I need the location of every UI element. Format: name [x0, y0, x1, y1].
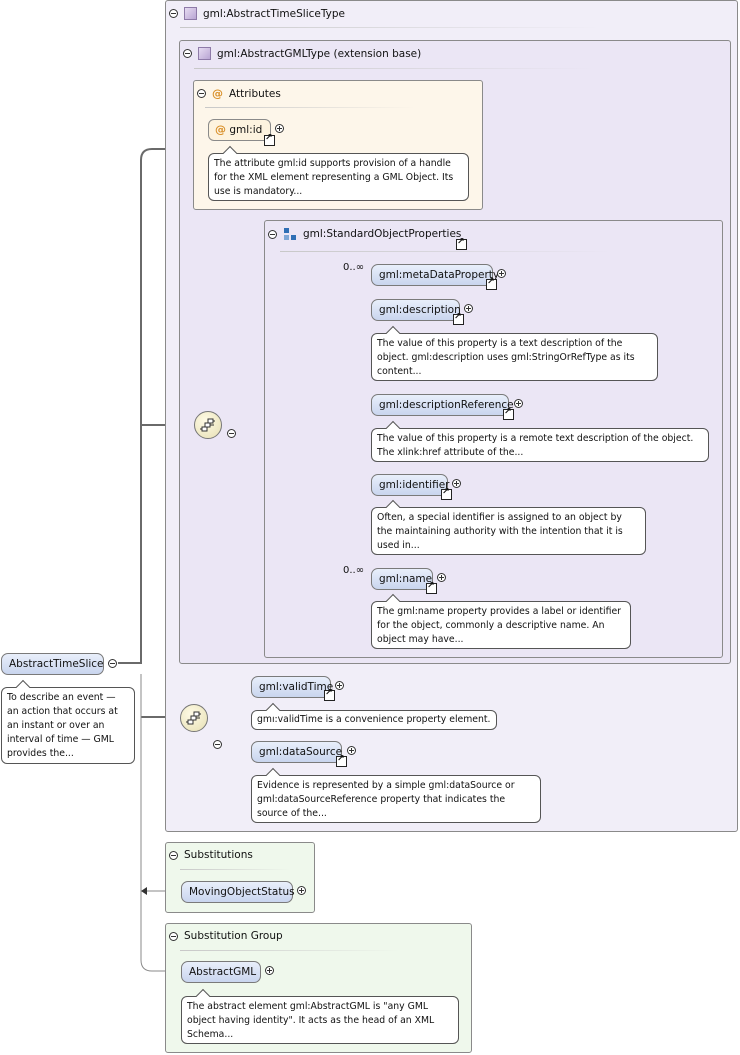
expand-button[interactable] [265, 966, 274, 975]
sequence-compositor-icon[interactable] [194, 411, 222, 439]
element-name-doc: The gml:name property provides a label o… [371, 601, 631, 649]
type-panel-title: gml:AbstractTimeSliceType [169, 7, 345, 20]
attribute-gml-id-doc: The attribute gml:id supports provision … [208, 153, 469, 201]
link-icon[interactable] [426, 581, 437, 594]
expand-button[interactable] [437, 573, 446, 582]
attributes-title-rule [205, 107, 415, 108]
attribute-icon: @ [212, 87, 223, 100]
root-element[interactable]: AbstractTimeSlice [1, 653, 104, 675]
substitution-group-collapse-button[interactable] [169, 931, 178, 941]
root-element-label: AbstractTimeSlice [9, 658, 104, 670]
expand-button[interactable] [275, 124, 284, 133]
sequence-compositor-icon[interactable] [180, 704, 208, 732]
element-metadataproperty[interactable]: gml:metaDataProperty [371, 264, 499, 286]
attribute-gml-id[interactable]: @ gml:id [208, 119, 271, 141]
std-props-collapse-button[interactable] [268, 229, 277, 239]
link-icon[interactable] [486, 277, 497, 290]
attribute-icon: @ [215, 123, 226, 136]
sequence-collapse-button[interactable] [213, 740, 222, 749]
expand-button[interactable] [514, 399, 523, 408]
attributes-panel-title: @ Attributes [197, 87, 281, 100]
expand-button[interactable] [464, 304, 473, 313]
link-icon[interactable] [453, 312, 464, 325]
multiplicity-label: 0..∞ [343, 565, 365, 576]
multiplicity-label: 0..∞ [343, 262, 365, 273]
link-icon[interactable] [503, 407, 514, 420]
expand-button[interactable] [335, 681, 344, 690]
link-icon[interactable] [336, 754, 347, 767]
std-props-title-rule [280, 251, 610, 252]
substitution-group-title-rule [180, 950, 400, 951]
substitutions-title: Substitutions [169, 849, 253, 861]
element-identifier-doc: Often, a special identifier is assigned … [371, 507, 646, 555]
std-props-title: gml:StandardObjectProperties [268, 227, 461, 241]
element-validtime-doc: gml:validTime is a convenience property … [251, 710, 497, 730]
complex-type-icon [198, 47, 211, 60]
substitution-movingobjectstatus[interactable]: MovingObjectStatus [181, 881, 295, 903]
element-descriptionreference-doc: The value of this property is a remote t… [371, 428, 709, 462]
element-abstractgml[interactable]: AbstractGML [181, 961, 261, 983]
substitutions-title-rule [180, 869, 290, 870]
expand-button[interactable] [297, 886, 306, 895]
group-icon [284, 228, 296, 240]
element-name[interactable]: gml:name [371, 568, 433, 590]
element-description[interactable]: gml:description [371, 299, 461, 321]
root-doc: To describe an event — an action that oc… [1, 687, 135, 764]
link-icon[interactable] [456, 237, 467, 250]
complex-type-icon [184, 7, 197, 20]
element-identifier[interactable]: gml:identifier [371, 474, 449, 496]
root-collapse-button[interactable] [108, 659, 117, 668]
expand-button[interactable] [497, 269, 506, 278]
gml-type-panel-title-rule [194, 68, 594, 69]
link-icon[interactable] [324, 688, 335, 701]
substitutions-collapse-button[interactable] [169, 850, 178, 860]
sequence-collapse-button[interactable] [227, 429, 236, 438]
expand-button[interactable] [452, 479, 461, 488]
element-abstractgml-doc: The abstract element gml:AbstractGML is … [181, 996, 459, 1044]
type-panel-collapse-button[interactable] [169, 9, 178, 18]
substitution-group-title: Substitution Group [169, 930, 283, 942]
expand-button[interactable] [347, 746, 356, 755]
element-descriptionreference[interactable]: gml:descriptionReference [371, 394, 514, 416]
link-icon[interactable] [441, 487, 452, 500]
element-validtime[interactable]: gml:validTime [251, 676, 333, 698]
gml-type-panel-title: gml:AbstractGMLType (extension base) [183, 47, 421, 60]
type-panel-title-rule [180, 27, 600, 28]
gml-type-collapse-button[interactable] [183, 49, 192, 58]
link-icon[interactable] [264, 133, 275, 146]
attributes-collapse-button[interactable] [197, 89, 206, 98]
element-datasource[interactable]: gml:dataSource [251, 741, 342, 763]
element-datasource-doc: Evidence is represented by a simple gml:… [251, 775, 541, 823]
element-description-doc: The value of this property is a text des… [371, 333, 658, 381]
